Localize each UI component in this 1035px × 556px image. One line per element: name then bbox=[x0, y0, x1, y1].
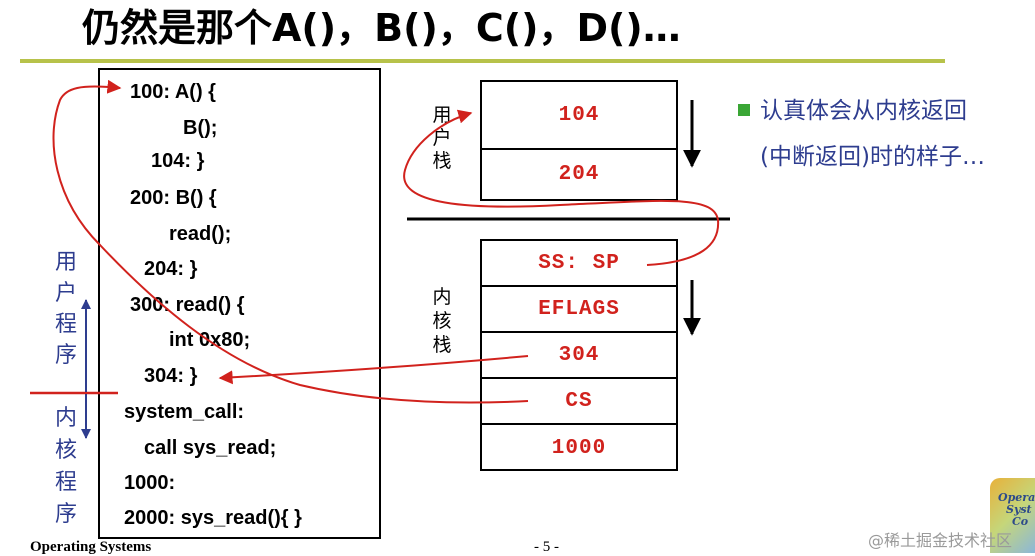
user-stack-label-char: 用 bbox=[432, 104, 452, 126]
logo-text: Co bbox=[1012, 515, 1029, 528]
user-program-label-char: 程 bbox=[54, 312, 77, 337]
user-stack-cell: 104 bbox=[482, 82, 676, 150]
user-stack-label-char: 户 bbox=[432, 127, 452, 149]
kernel-program-label-char: 内 bbox=[54, 406, 77, 431]
code-line: 304: } bbox=[144, 365, 198, 387]
logo-text: Syst bbox=[1006, 503, 1032, 516]
kernel-stack: SS: SP EFLAGS 304 CS 1000 bbox=[480, 239, 678, 471]
code-line: system_call: bbox=[124, 401, 245, 423]
code-line: 104: } bbox=[151, 150, 205, 172]
kernel-program-label-char: 程 bbox=[54, 470, 77, 495]
kernel-stack-cell: 304 bbox=[482, 333, 676, 379]
kernel-stack-label-char: 内 bbox=[432, 286, 452, 308]
note-line: (中断返回)时的样子… bbox=[760, 144, 985, 170]
book-logo: Operati Syst Co bbox=[990, 478, 1035, 553]
title-divider bbox=[20, 59, 945, 63]
ss-sp-to-user-stack-arrow bbox=[403, 109, 720, 266]
kernel-stack-label-char: 核 bbox=[432, 310, 452, 332]
slide-title: 仍然是那个A()，B()，C()，D()… bbox=[82, 6, 681, 50]
note-bullet bbox=[738, 104, 750, 116]
kernel-program-label-char: 核 bbox=[54, 438, 77, 463]
kernel-stack-cell: CS bbox=[482, 379, 676, 425]
code-line: 200: B() { bbox=[130, 187, 217, 209]
kernel-program-label-char: 序 bbox=[54, 502, 77, 527]
kernel-stack-label-char: 栈 bbox=[432, 334, 452, 356]
code-line: call sys_read; bbox=[144, 437, 277, 459]
code-line: 204: } bbox=[144, 258, 198, 280]
code-line: B(); bbox=[183, 117, 218, 139]
code-line: 300: read() { bbox=[130, 294, 245, 316]
page-number: - 5 - bbox=[534, 539, 559, 555]
kernel-stack-cell: EFLAGS bbox=[482, 287, 676, 333]
code-line: 2000: sys_read(){ } bbox=[124, 507, 302, 529]
user-program-label-char: 序 bbox=[54, 343, 77, 368]
user-stack-label-char: 栈 bbox=[432, 150, 452, 172]
return-to-A-arrow bbox=[52, 79, 529, 404]
user-stack-cell: 204 bbox=[558, 163, 600, 186]
note-text: 认真体会从内核返回 (中断返回)时的样子… bbox=[738, 88, 985, 180]
kernel-stack-cell: SS: SP bbox=[482, 241, 676, 287]
kernel-stack-cell: 1000 bbox=[551, 436, 607, 460]
code-listing bbox=[98, 68, 381, 539]
watermark: @稀土掘金技术社区 bbox=[868, 531, 1013, 550]
code-line: 1000: bbox=[124, 472, 176, 494]
code-line: 100: A() { bbox=[130, 81, 216, 103]
user-program-label-char: 用 bbox=[54, 250, 77, 275]
note-line: 认真体会从内核返回 bbox=[760, 98, 967, 124]
footer-course: Operating Systems bbox=[30, 539, 152, 555]
logo-text: Operati bbox=[998, 491, 1035, 504]
user-stack: 104 204 bbox=[480, 80, 678, 201]
return-to-304-arrow bbox=[218, 355, 529, 385]
code-line: read(); bbox=[169, 223, 232, 245]
user-program-label-char: 户 bbox=[54, 281, 77, 306]
